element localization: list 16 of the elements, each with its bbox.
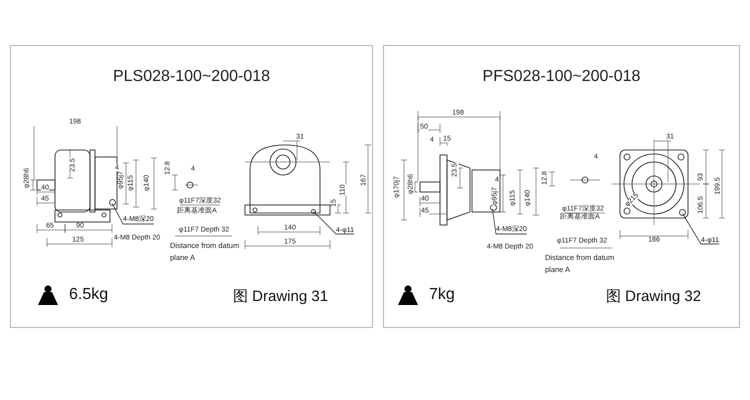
mounting-hole <box>108 198 116 206</box>
leader-line <box>112 203 154 224</box>
leader-line <box>492 208 528 234</box>
drawing-card <box>10 45 373 328</box>
weight-value: 6.5kg <box>69 286 108 304</box>
model-title: PLS028-100~200-018 <box>112 68 272 86</box>
drawing-caption: 图 Drawing 31 <box>233 287 328 306</box>
weight-value: 7kg <box>429 286 455 304</box>
mounting-hole <box>490 204 496 210</box>
leader-line <box>682 213 720 244</box>
leader-line <box>313 211 354 234</box>
drawing-caption: 图 Drawing 32 <box>606 287 702 306</box>
model-title: PFS028-100~200-018 <box>482 68 642 86</box>
mounting-hole <box>310 208 316 214</box>
drawing-card <box>383 45 740 328</box>
mounting-hole <box>678 208 686 216</box>
